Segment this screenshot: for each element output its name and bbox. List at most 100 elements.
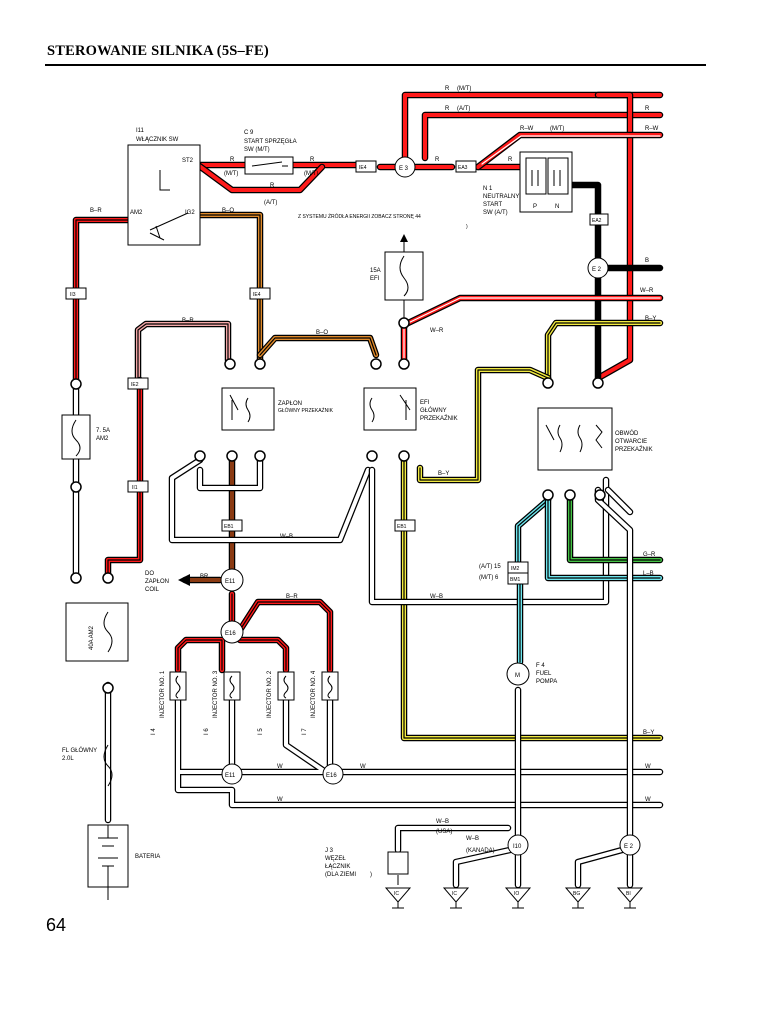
efi-fuse-box bbox=[384, 251, 424, 301]
svg-text:B–Y: B–Y bbox=[643, 730, 654, 736]
svg-text:AM2: AM2 bbox=[130, 210, 143, 216]
svg-text:OTWARCIE: OTWARCIE bbox=[615, 439, 647, 445]
svg-text:ZAPŁON: ZAPŁON bbox=[145, 579, 169, 585]
injector-4-ref: I 7 bbox=[302, 728, 308, 735]
svg-text:W–R: W–R bbox=[430, 328, 444, 334]
connector-i10: I10 bbox=[513, 844, 522, 850]
connector-eb1-right: EB1 bbox=[397, 524, 407, 530]
svg-text:B–Y: B–Y bbox=[438, 471, 449, 477]
battery-label: BATERIA bbox=[135, 854, 160, 860]
injector-3-ref: I 6 bbox=[204, 728, 210, 735]
injector-3-box bbox=[223, 671, 241, 701]
injector-3-name: INJECTOR NO. 3 bbox=[213, 670, 219, 718]
svg-text:START SPRZĘGŁA: START SPRZĘGŁA bbox=[244, 139, 297, 145]
svg-text:): ) bbox=[370, 872, 372, 878]
ignition-switch-box bbox=[127, 144, 201, 246]
svg-text:R: R bbox=[435, 157, 440, 163]
am2-fuse-box bbox=[61, 414, 91, 460]
svg-text:(A/T): (A/T) bbox=[264, 200, 277, 206]
circuit-opening-relay-name: OBWÓD bbox=[615, 430, 639, 437]
svg-text:(A/T) 15: (A/T) 15 bbox=[479, 564, 501, 570]
svg-text:(KANADA): (KANADA) bbox=[466, 848, 495, 854]
svg-text:START: START bbox=[483, 202, 502, 208]
connector-e16-bottom: E16 bbox=[326, 773, 337, 779]
ignition-relay-box bbox=[221, 387, 275, 431]
fuel-pump-symbol bbox=[506, 662, 530, 686]
svg-text:R: R bbox=[445, 106, 450, 112]
injector-2-ref: I 5 bbox=[258, 728, 264, 735]
svg-text:R: R bbox=[445, 86, 450, 92]
svg-text:P: P bbox=[533, 204, 537, 210]
connectors: IE4 E 3 EA3 EA2 E 2 II3 IE4 IE2 II1 EB1 … bbox=[65, 156, 641, 856]
connector-im2: IM2 bbox=[511, 566, 520, 572]
connector-e3: E 3 bbox=[399, 166, 409, 172]
svg-text:R–W: R–W bbox=[645, 126, 659, 132]
page-title: STEROWANIE SILNIKA (5S–FE) bbox=[47, 43, 269, 59]
connector-ea2: EA2 bbox=[592, 218, 602, 224]
svg-text:PRZEKAŹNIK: PRZEKAŹNIK bbox=[615, 446, 653, 453]
start-clutch-ref: C 9 bbox=[244, 130, 254, 136]
power-source-note: Z SYSTEMU ŹRÓDŁA ENERGII ZOBACZ STRONĘ 4… bbox=[298, 213, 421, 220]
circuit-opening-relay-box bbox=[537, 407, 613, 471]
svg-text:FUEL: FUEL bbox=[536, 671, 552, 677]
svg-text:COIL: COIL bbox=[145, 587, 160, 593]
ignition-relay-name: ZAPŁON bbox=[278, 401, 302, 407]
svg-text:W: W bbox=[360, 764, 366, 770]
injector-2-box bbox=[277, 671, 295, 701]
connector-ie4-top: IE4 bbox=[359, 165, 367, 171]
fuel-pump-symbol-text: M bbox=[515, 673, 520, 679]
svg-text:BR: BR bbox=[200, 574, 209, 580]
am2-fuse-rating: 7. 5A bbox=[96, 428, 110, 434]
connector-ii1: II1 bbox=[132, 485, 138, 491]
svg-text:ŁĄCZNIK: ŁĄCZNIK bbox=[325, 864, 350, 870]
svg-text:(A/T): (A/T) bbox=[457, 106, 470, 112]
svg-text:W–B: W–B bbox=[430, 594, 443, 600]
svg-text:SW (A/T): SW (A/T) bbox=[483, 210, 508, 216]
connector-e2-bottom: E 2 bbox=[624, 844, 634, 850]
wires bbox=[72, 91, 664, 900]
grounds: IC IC IO BG BI bbox=[384, 887, 644, 909]
svg-text:(M/T): (M/T) bbox=[304, 171, 318, 177]
connector-e11: E11 bbox=[225, 579, 236, 585]
svg-text:R: R bbox=[645, 106, 650, 112]
svg-text:R–W: R–W bbox=[520, 126, 534, 132]
components bbox=[61, 144, 613, 888]
svg-text:B–O: B–O bbox=[316, 330, 328, 336]
connector-ea3: EA3 bbox=[458, 165, 468, 171]
svg-text:R: R bbox=[310, 157, 315, 163]
fusible-link-am2-box bbox=[65, 602, 129, 662]
page-number: 64 bbox=[46, 915, 67, 935]
svg-text:B–R: B–R bbox=[182, 318, 194, 324]
connector-e16: E16 bbox=[225, 631, 236, 637]
svg-text:PRZEKAŹNIK: PRZEKAŹNIK bbox=[420, 415, 458, 422]
connector-ie4: IE4 bbox=[253, 292, 261, 298]
wire-labels: R (M/T) R (A/T) R R–W (M/T) R–W R (M/T) … bbox=[90, 86, 659, 854]
injector-1-name: INJECTOR NO. 1 bbox=[160, 670, 166, 718]
svg-text:R: R bbox=[270, 183, 275, 189]
ground-ic-1: IC bbox=[394, 891, 399, 897]
svg-text:W–B: W–B bbox=[436, 819, 449, 825]
svg-text:B–R: B–R bbox=[90, 208, 102, 214]
connector-ii3: II3 bbox=[70, 292, 76, 298]
neutral-start-ref: N 1 bbox=[483, 186, 493, 192]
junction-ref: J 3 bbox=[325, 848, 334, 854]
svg-text:SW (M/T): SW (M/T) bbox=[244, 147, 270, 153]
svg-text:W–R: W–R bbox=[640, 288, 654, 294]
labels: I11 WŁĄCZNIK SW ST2 AM2 IG2 C 9 START SP… bbox=[62, 128, 653, 878]
svg-text:B–O: B–O bbox=[222, 208, 234, 214]
connector-e11-bottom: E11 bbox=[225, 773, 236, 779]
svg-text:(M/T): (M/T) bbox=[457, 86, 471, 92]
svg-text:B–Y: B–Y bbox=[645, 316, 656, 322]
efi-relay-name: EFI bbox=[420, 400, 430, 406]
svg-text:N: N bbox=[555, 204, 559, 210]
svg-text:NEUTRALNY: NEUTRALNY bbox=[483, 194, 519, 200]
connector-e2-top: E 2 bbox=[592, 267, 602, 273]
connector-eb1: EB1 bbox=[224, 524, 234, 530]
to-coil-line1: DO bbox=[145, 571, 154, 577]
svg-text:W: W bbox=[277, 764, 283, 770]
injector-1-box bbox=[169, 671, 187, 701]
svg-text:(M/T): (M/T) bbox=[550, 126, 564, 132]
ground-io: IO bbox=[514, 891, 519, 897]
svg-text:(USA): (USA) bbox=[436, 829, 452, 835]
